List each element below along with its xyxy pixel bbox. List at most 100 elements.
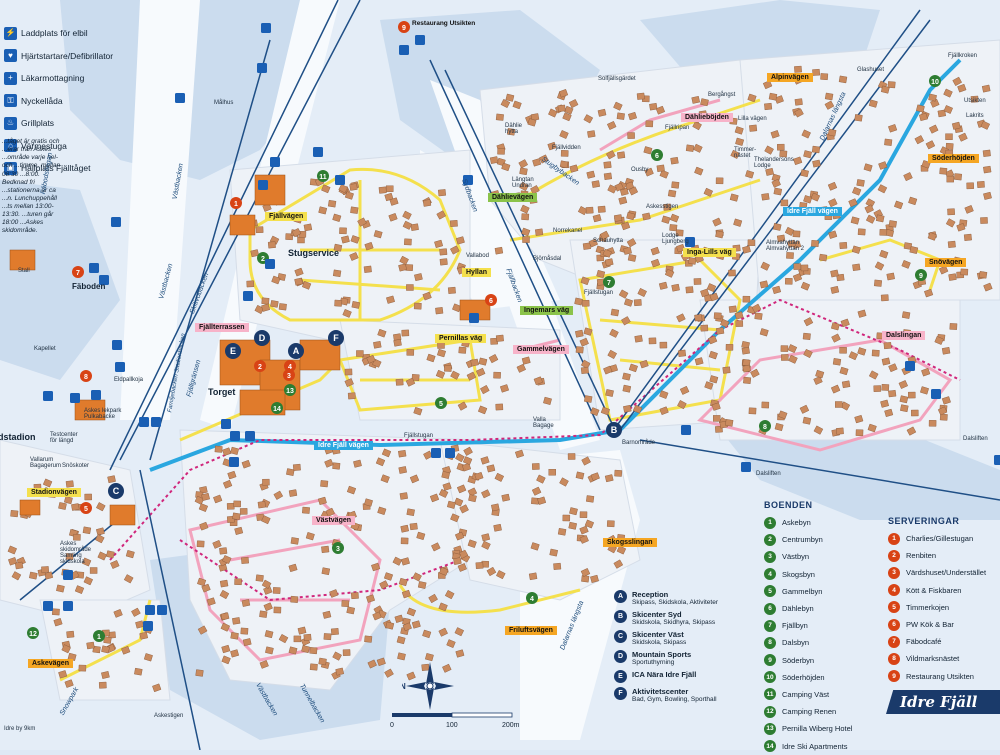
cabin <box>715 327 725 335</box>
cabin <box>667 189 677 198</box>
cabin <box>945 142 954 150</box>
area-label: Ousby <box>631 167 649 173</box>
cabin <box>446 500 456 509</box>
area-label: Thelandersons Lodge <box>754 157 794 169</box>
cabin <box>579 511 588 518</box>
cabin <box>831 333 841 343</box>
street-label: Fjällterrassen <box>195 323 249 332</box>
cabin <box>857 228 866 236</box>
cabin <box>943 88 953 98</box>
cabin <box>412 572 422 582</box>
cabin <box>422 291 432 301</box>
cabin <box>585 495 595 503</box>
cabin <box>519 167 528 176</box>
service-icon <box>463 175 473 185</box>
cabin <box>712 217 722 227</box>
cabin <box>728 269 736 277</box>
cabin <box>89 567 98 574</box>
accommodation-number: 4 <box>764 568 776 581</box>
cabin <box>516 363 527 373</box>
cabin <box>350 235 360 244</box>
cabin <box>272 587 281 594</box>
cabin <box>372 611 382 621</box>
cabin <box>468 494 477 503</box>
cabin <box>553 562 562 570</box>
street-label: Dählieböjden <box>681 113 733 122</box>
cabin <box>317 496 327 505</box>
boenden-label: Camping Väst <box>782 689 830 699</box>
cabin <box>449 220 458 227</box>
cabin <box>476 367 486 377</box>
cabin <box>659 406 669 416</box>
cabin <box>532 158 542 167</box>
cabin <box>750 368 760 378</box>
cabin <box>409 522 418 531</box>
cabin <box>441 471 451 479</box>
center-letter-marker: C <box>614 630 627 643</box>
cabin <box>579 525 589 535</box>
cabin <box>643 146 653 155</box>
cabin <box>725 344 734 351</box>
street-label: Friluftsvägen <box>505 626 557 635</box>
cabin <box>828 198 838 208</box>
cabin <box>812 159 821 168</box>
cabin <box>107 475 116 484</box>
cabin <box>371 562 381 572</box>
cabin <box>320 480 329 488</box>
cabin <box>815 369 825 379</box>
cabin <box>453 557 462 565</box>
svg-text:6: 6 <box>489 298 493 305</box>
cabin <box>671 283 680 292</box>
cabin <box>948 273 957 281</box>
cabin <box>213 494 223 504</box>
cabin <box>761 401 770 409</box>
area-label: Fjällripan <box>665 125 690 131</box>
cabin <box>603 365 613 375</box>
street-label: Ingemars väg <box>520 306 574 315</box>
area-label: Testcenter för längd <box>50 432 78 444</box>
restaurant-number: 2 <box>888 549 900 562</box>
area-label: Schauhytta <box>593 238 624 244</box>
cabin <box>222 447 232 456</box>
cabin <box>911 409 919 417</box>
cabin <box>221 644 231 654</box>
cabin <box>437 348 446 358</box>
service-icon <box>685 237 695 247</box>
cabin <box>364 241 374 251</box>
cabin <box>519 181 529 192</box>
cabin <box>983 282 993 292</box>
accommodation-number: 7 <box>764 619 776 632</box>
cabin <box>864 204 874 214</box>
cabin <box>143 653 153 662</box>
cabin <box>493 523 502 532</box>
cabin <box>586 170 596 179</box>
cabin <box>378 186 387 194</box>
cabin <box>261 579 272 589</box>
cabin <box>644 167 654 177</box>
cabin <box>399 255 409 265</box>
cabin <box>488 354 499 364</box>
cabin <box>267 241 276 249</box>
cabin <box>381 448 392 458</box>
cabin <box>634 335 643 343</box>
accommodation-number: 9 <box>764 654 776 667</box>
svg-text:6: 6 <box>655 153 659 160</box>
service-icon <box>905 361 915 371</box>
area-label: Kapellet <box>34 346 56 352</box>
cabin <box>302 506 310 514</box>
cabin <box>636 92 645 100</box>
cabin <box>380 474 390 484</box>
cabin <box>878 161 888 170</box>
cabin <box>539 154 549 164</box>
accommodation-number: 11 <box>764 688 776 701</box>
cabin <box>951 121 961 130</box>
service-icon <box>111 217 121 227</box>
cabin <box>521 356 531 365</box>
cabin <box>416 531 426 541</box>
cabin <box>548 469 556 476</box>
cabin <box>868 370 879 380</box>
